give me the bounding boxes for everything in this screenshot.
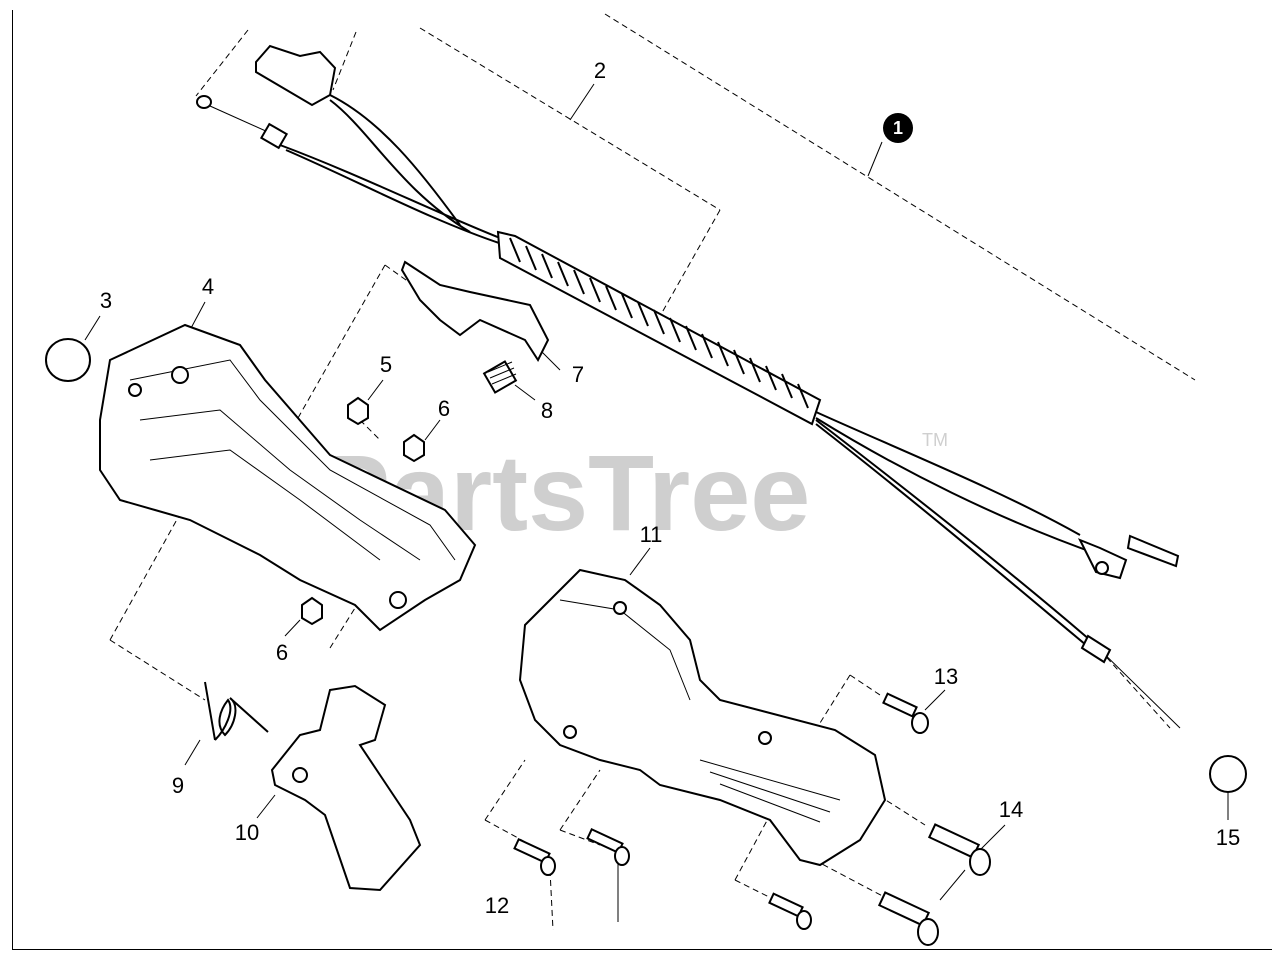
leader-line <box>804 854 891 901</box>
callout-15: 15 <box>1216 825 1240 850</box>
leader-line <box>559 769 601 831</box>
nut-part <box>301 596 323 626</box>
callout-10: 10 <box>235 820 259 845</box>
cap-part <box>45 338 91 382</box>
screw-part <box>768 892 812 930</box>
leader-line <box>329 599 361 649</box>
leader-line <box>549 869 554 931</box>
watermark-trademark: TM <box>922 430 948 450</box>
callout-7: 7 <box>572 362 584 387</box>
callout-leader <box>184 739 201 766</box>
leader-line <box>559 829 601 846</box>
torsion-spring <box>204 681 269 741</box>
callout-leader <box>539 349 561 371</box>
handle-housing-left <box>99 323 477 632</box>
connector-housing <box>255 44 337 107</box>
leader-line <box>849 674 881 696</box>
cap-part-15 <box>1209 755 1247 793</box>
callout-leader <box>979 824 1006 851</box>
screw-part <box>586 827 630 866</box>
screw-part <box>877 891 939 946</box>
leader-line <box>419 27 721 211</box>
leader-line <box>359 419 381 441</box>
throttle-lever <box>400 260 550 363</box>
callout-leader <box>924 689 946 711</box>
leader-line <box>109 639 206 701</box>
leader-line <box>109 504 186 641</box>
callout-11: 11 <box>640 522 663 547</box>
assembly-marker <box>883 113 913 143</box>
callout-6-lower: 6 <box>276 640 288 665</box>
screw-part <box>513 837 556 876</box>
leader-line <box>1099 649 1171 729</box>
callout-leader <box>514 384 536 401</box>
callout-leader <box>424 419 441 441</box>
callout-13: 13 <box>934 664 958 689</box>
callout-leader <box>189 301 206 331</box>
callout-leader <box>367 379 384 401</box>
callout-8: 8 <box>541 398 553 423</box>
handle-housing-right <box>518 568 887 867</box>
leader-line <box>484 759 526 821</box>
callout-leader <box>939 869 966 901</box>
callout-5: 5 <box>380 352 392 377</box>
screw-part <box>882 692 929 734</box>
callout-leader <box>629 547 651 576</box>
trigger-part <box>270 684 422 892</box>
nut-part <box>347 396 369 426</box>
callout-12: 12 <box>485 893 509 918</box>
callout-9: 9 <box>172 773 184 798</box>
callout-leader <box>867 141 883 177</box>
callout-leader <box>84 315 101 341</box>
screw-part <box>927 823 991 876</box>
callout-6-upper: 6 <box>438 396 450 421</box>
leader-line <box>332 31 357 91</box>
leader-line <box>604 13 1196 381</box>
callout-14: 14 <box>999 797 1023 822</box>
callout-3: 3 <box>100 288 112 313</box>
assembly-marker-label: 1 <box>893 118 903 138</box>
callout-4: 4 <box>202 274 214 299</box>
nut-part <box>403 433 425 463</box>
leader-line <box>195 29 249 97</box>
leader-line <box>734 814 771 881</box>
callout-leader <box>569 83 595 121</box>
wiring-harness <box>196 44 1181 729</box>
callout-leader <box>284 619 301 637</box>
leader-line <box>799 674 851 756</box>
leader-line <box>654 209 721 326</box>
callout-2: 2 <box>594 58 606 83</box>
spring-part <box>482 360 518 394</box>
spiral-wrap <box>496 230 822 426</box>
callout-leader <box>256 794 276 819</box>
